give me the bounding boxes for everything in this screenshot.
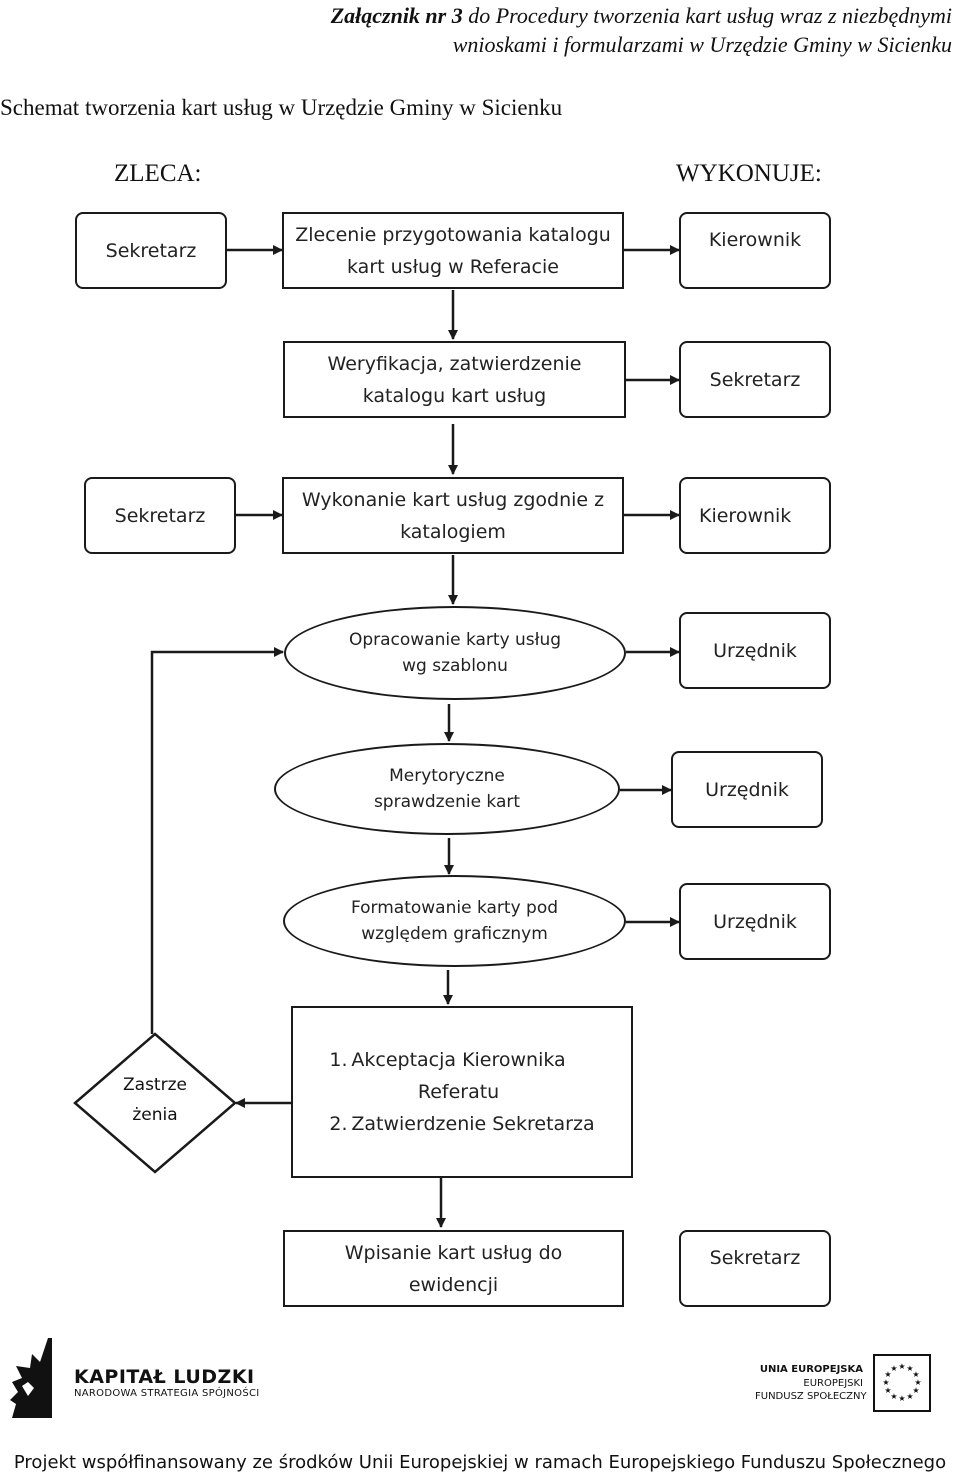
executes-box-r1: Kierownik bbox=[679, 212, 831, 289]
decision-line2: żenia bbox=[132, 1105, 178, 1125]
task-r6-line1: Formatowanie karty pod bbox=[350, 898, 559, 918]
approval-item-1-line1: Akceptacja Kierownika bbox=[351, 1049, 566, 1071]
executes-label-r8: Sekretarz bbox=[709, 1247, 801, 1269]
task-r2-line2: katalogu kart usług bbox=[362, 384, 547, 407]
svg-text:★: ★ bbox=[906, 1392, 913, 1401]
executes-box-r3: Kierownik bbox=[679, 477, 831, 554]
svg-text:★: ★ bbox=[912, 1370, 919, 1379]
eu-title: UNIA EUROPEJSKA bbox=[759, 1364, 863, 1375]
executes-label-r4: Urzędnik bbox=[713, 639, 797, 662]
attachment-line-1: Załącznik nr 3 do Procedury tworzenia ka… bbox=[331, 0, 952, 32]
task-r2-line1: Weryfikacja, zatwierdzenie bbox=[327, 352, 582, 375]
approval-item-1-number: 1. bbox=[329, 1049, 348, 1071]
approval-item-2: 2.Zatwierdzenie Sekretarza bbox=[329, 1108, 594, 1140]
kapital-ludzki-title: KAPITAŁ LUDZKI bbox=[74, 1366, 255, 1388]
page-title: Schemat tworzenia kart usług w Urzędzie … bbox=[0, 95, 563, 120]
kapital-ludzki-subtitle: NARODOWA STRATEGIA SPÓJNOŚCI bbox=[74, 1388, 260, 1399]
task-r4-line1: Opracowanie karty usług bbox=[348, 630, 562, 650]
executes-box-r4: Urzędnik bbox=[679, 612, 831, 689]
executes-label-r2: Sekretarz bbox=[709, 368, 801, 391]
decision-label: Zastrze żenia bbox=[100, 1070, 210, 1130]
attachment-number: Załącznik nr 3 bbox=[330, 3, 463, 28]
approval-item-2-number: 2. bbox=[329, 1113, 348, 1135]
task-ellipse-r5: Merytoryczne sprawdzenie kart bbox=[274, 743, 620, 835]
svg-text:★: ★ bbox=[898, 1394, 905, 1403]
executes-label-r1: Kierownik bbox=[708, 229, 802, 251]
executes-box-r8: Sekretarz bbox=[679, 1230, 831, 1307]
task-r1-line2: kart usług w Referacie bbox=[347, 255, 559, 278]
svg-text:★: ★ bbox=[884, 1386, 891, 1395]
orders-box-r1: Sekretarz bbox=[75, 212, 227, 289]
task-r8-line1: Wpisanie kart usług do bbox=[344, 1241, 563, 1264]
decision-diamond bbox=[73, 1032, 237, 1174]
task-r4-line2: wg szablonu bbox=[402, 656, 508, 676]
svg-text:★: ★ bbox=[890, 1364, 897, 1373]
attachment-description: do Procedury tworzenia kart usług wraz z… bbox=[462, 3, 952, 28]
task-ellipse-r4: Opracowanie karty usług wg szablonu bbox=[284, 606, 626, 700]
orders-label-r1: Sekretarz bbox=[105, 239, 197, 262]
task-r3-line1: Wykonanie kart usług zgodnie z bbox=[301, 488, 605, 511]
task-r5-line2: sprawdzenie kart bbox=[373, 792, 521, 812]
svg-text:★: ★ bbox=[906, 1364, 913, 1373]
task-r6-line2: względem graficznym bbox=[361, 924, 548, 944]
executes-label-r5: Urzędnik bbox=[705, 778, 789, 801]
kapital-ludzki-emblem-icon bbox=[10, 1338, 52, 1418]
task-r3-line2: katalogiem bbox=[400, 520, 506, 543]
task-box-r1: Zlecenie przygotowania katalogu kart usłu… bbox=[282, 212, 624, 289]
task-box-r8: Wpisanie kart usług do ewidencji bbox=[283, 1230, 624, 1307]
orders-label-r3: Sekretarz bbox=[114, 504, 206, 527]
svg-text:★: ★ bbox=[882, 1378, 889, 1387]
executes-label-r6: Urzędnik bbox=[713, 910, 797, 933]
column-header-executes: WYKONUJE: bbox=[676, 160, 822, 187]
executes-box-r5: Urzędnik bbox=[671, 751, 823, 828]
approval-item-2-line1: Zatwierdzenie Sekretarza bbox=[351, 1113, 595, 1135]
svg-text:★: ★ bbox=[914, 1378, 921, 1387]
svg-text:★: ★ bbox=[890, 1392, 897, 1401]
task-box-r2: Weryfikacja, zatwierdzenie katalogu kart … bbox=[283, 341, 626, 418]
executes-box-r2: Sekretarz bbox=[679, 341, 831, 418]
executes-label-r3: Kierownik bbox=[699, 504, 792, 527]
eu-fund-line2: FUNDUSZ SPOŁECZNY bbox=[755, 1391, 867, 1402]
svg-text:★: ★ bbox=[912, 1386, 919, 1395]
arrow-feedback-loop bbox=[150, 647, 284, 1034]
executes-box-r6: Urzędnik bbox=[679, 883, 831, 960]
svg-text:★: ★ bbox=[898, 1362, 905, 1371]
svg-text:★: ★ bbox=[884, 1370, 891, 1379]
orders-box-r3: Sekretarz bbox=[84, 477, 236, 554]
task-r8-line2: ewidencji bbox=[408, 1273, 499, 1296]
task-box-r3: Wykonanie kart usług zgodnie z katalogiem bbox=[282, 477, 624, 554]
column-header-orders: ZLECA: bbox=[114, 160, 202, 187]
approval-item-1-line2: Referatu bbox=[417, 1081, 500, 1103]
task-ellipse-r6: Formatowanie karty pod względem graficzny… bbox=[283, 875, 626, 967]
attachment-line-2: wnioskami i formularzami w Urzędzie Gmin… bbox=[452, 32, 952, 57]
task-r5-line1: Merytoryczne bbox=[389, 766, 505, 786]
eu-flag-icon: ★★★★ ★★★★ ★★★★ bbox=[873, 1354, 931, 1412]
eu-fund-line1: EUROPEJSKI bbox=[803, 1378, 863, 1389]
task-r1-line1: Zlecenie przygotowania katalogu bbox=[295, 223, 611, 246]
decision-line1: Zastrze bbox=[123, 1075, 187, 1095]
footer-funding-note: Projekt współfinansowany ze środków Unii… bbox=[13, 1452, 947, 1473]
